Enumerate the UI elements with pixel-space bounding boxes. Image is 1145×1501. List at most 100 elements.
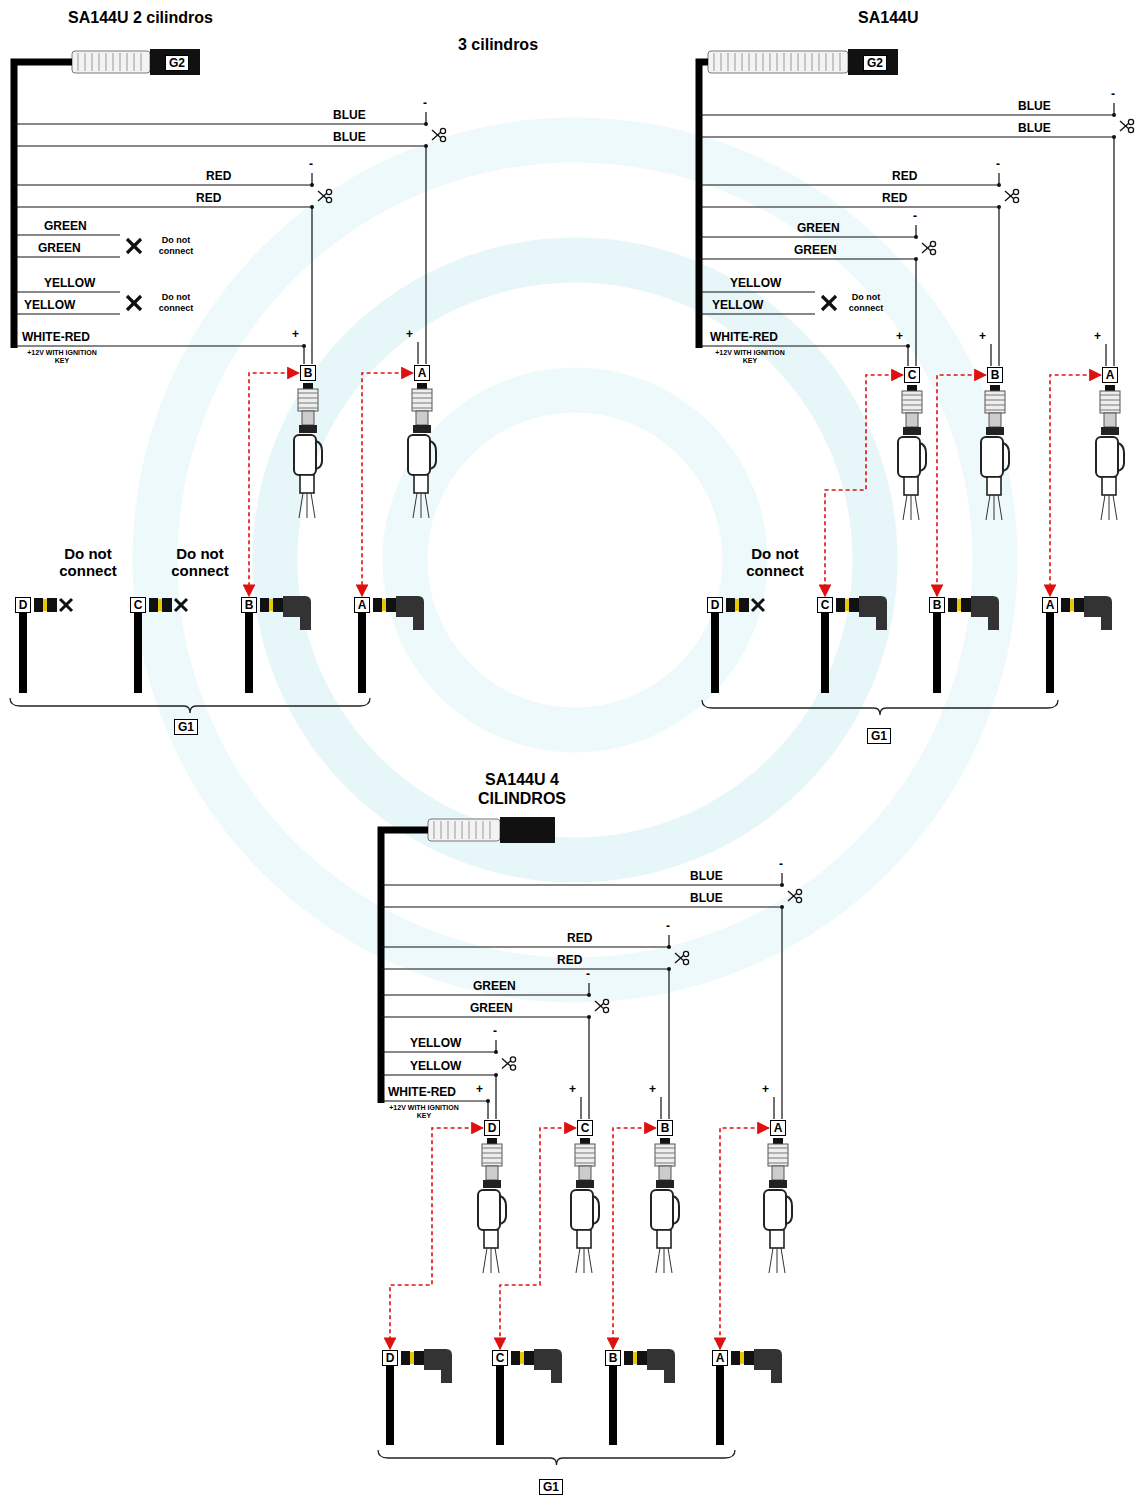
junction-dot bbox=[780, 905, 784, 909]
connector-rib bbox=[840, 53, 841, 71]
plug-shell bbox=[624, 1351, 633, 1365]
polarity-sign: - bbox=[493, 1025, 497, 1038]
wire bbox=[990, 344, 991, 366]
emulator-plug-tag: A bbox=[354, 597, 371, 613]
harness-lead bbox=[933, 613, 941, 693]
wire-label: BLUE bbox=[690, 892, 723, 905]
plug-neck bbox=[906, 413, 918, 427]
x-stroke bbox=[127, 296, 141, 310]
emulator-plug bbox=[34, 598, 57, 612]
tag-letter: C bbox=[134, 598, 143, 612]
wire bbox=[381, 969, 669, 1119]
junction-dot bbox=[780, 883, 784, 887]
connector-rib bbox=[735, 53, 736, 71]
connector-rib bbox=[483, 821, 484, 839]
injector-tag: A bbox=[770, 1120, 787, 1136]
plug-lead bbox=[903, 495, 907, 520]
plug-rib bbox=[985, 410, 1005, 411]
tag-letter: D bbox=[386, 1351, 395, 1365]
scissors-blade bbox=[1005, 193, 1014, 201]
scissors-handle bbox=[796, 889, 801, 894]
plug-seal bbox=[269, 599, 273, 611]
tag-letter: B bbox=[245, 598, 254, 612]
wire-label: GREEN bbox=[38, 242, 81, 255]
connector-rib bbox=[120, 53, 121, 71]
scissors-handle bbox=[603, 1007, 608, 1012]
injector-body bbox=[971, 596, 999, 630]
plug-shell bbox=[149, 598, 158, 612]
plug-rib bbox=[1100, 405, 1120, 406]
x-stroke bbox=[175, 599, 187, 611]
injector-tag: B bbox=[657, 1120, 674, 1136]
group-brace bbox=[378, 1450, 735, 1465]
injector-plug bbox=[651, 1138, 679, 1273]
wire bbox=[417, 342, 418, 364]
diagram-title: SA144U 2 cilindros bbox=[68, 8, 213, 27]
dashed-pairing-arrow bbox=[825, 375, 903, 596]
plug-lead bbox=[576, 1248, 580, 1273]
plug-tail bbox=[770, 1230, 784, 1248]
plug-lead bbox=[668, 1248, 672, 1273]
connector-body bbox=[500, 817, 555, 843]
emulator-plug-tag: A bbox=[1042, 597, 1059, 613]
diagram-title: 3 cilindros bbox=[458, 35, 538, 54]
plug-lead bbox=[911, 495, 912, 520]
plug-tail bbox=[484, 1230, 498, 1248]
injector-body bbox=[754, 1349, 782, 1383]
connector-rib bbox=[92, 53, 93, 71]
plug-lead bbox=[311, 493, 315, 518]
junction-dot bbox=[424, 122, 428, 126]
clip-housing bbox=[408, 435, 430, 475]
x-stroke bbox=[175, 599, 187, 611]
warning-note: Do not connect bbox=[155, 235, 197, 257]
watermark-ring bbox=[275, 260, 875, 860]
plug-rib bbox=[902, 395, 922, 396]
plug-rib bbox=[768, 1153, 788, 1154]
dashed-pairing-arrow bbox=[249, 373, 299, 596]
plug-lead bbox=[425, 493, 429, 518]
plug-lead bbox=[1101, 495, 1105, 520]
wire-label: YELLOW bbox=[410, 1037, 461, 1050]
scissors-handle bbox=[440, 136, 445, 141]
group-brace bbox=[10, 698, 370, 713]
watermark-ring bbox=[155, 140, 995, 980]
plug-body bbox=[902, 391, 922, 413]
clip-housing bbox=[981, 437, 1003, 477]
plug-shell bbox=[961, 598, 971, 612]
plug-rib bbox=[655, 1163, 675, 1164]
plug-neck bbox=[416, 411, 428, 425]
harness-lead bbox=[609, 1366, 617, 1445]
plug-lead bbox=[769, 1248, 773, 1273]
plug-tail bbox=[987, 477, 1001, 495]
plug-band bbox=[986, 427, 1004, 435]
emulator-plug-tag: C bbox=[492, 1350, 509, 1366]
junction-dot bbox=[302, 344, 306, 348]
scissors-blade bbox=[432, 132, 441, 140]
plug-neck bbox=[659, 1166, 671, 1180]
tag-letter: A bbox=[358, 598, 367, 612]
connector-body bbox=[150, 49, 200, 75]
harness-lead bbox=[716, 1366, 724, 1445]
wire-label: YELLOW bbox=[410, 1060, 461, 1073]
dashed-pairing-arrow bbox=[1050, 375, 1101, 596]
polarity-sign: + bbox=[649, 1083, 656, 1096]
dashed-pairing-arrow bbox=[362, 373, 413, 596]
x-stroke bbox=[127, 239, 141, 253]
injector-plug bbox=[764, 1138, 792, 1273]
junction-dot bbox=[310, 183, 314, 187]
plug-shell bbox=[373, 598, 382, 612]
polarity-sign: + bbox=[1094, 330, 1101, 343]
warning-note: Do not connect bbox=[164, 545, 236, 579]
wire bbox=[14, 256, 120, 257]
injector-body bbox=[859, 596, 887, 630]
plug-shell bbox=[386, 598, 396, 612]
plug-shell bbox=[47, 598, 57, 612]
scissors-handle bbox=[510, 1057, 515, 1062]
polarity-sign: + bbox=[569, 1083, 576, 1096]
plug-band bbox=[769, 1180, 787, 1188]
emulator-plug bbox=[836, 596, 887, 630]
cut-symbol bbox=[502, 1057, 516, 1070]
plug-rib bbox=[985, 405, 1005, 406]
clip-housing bbox=[764, 1190, 786, 1230]
